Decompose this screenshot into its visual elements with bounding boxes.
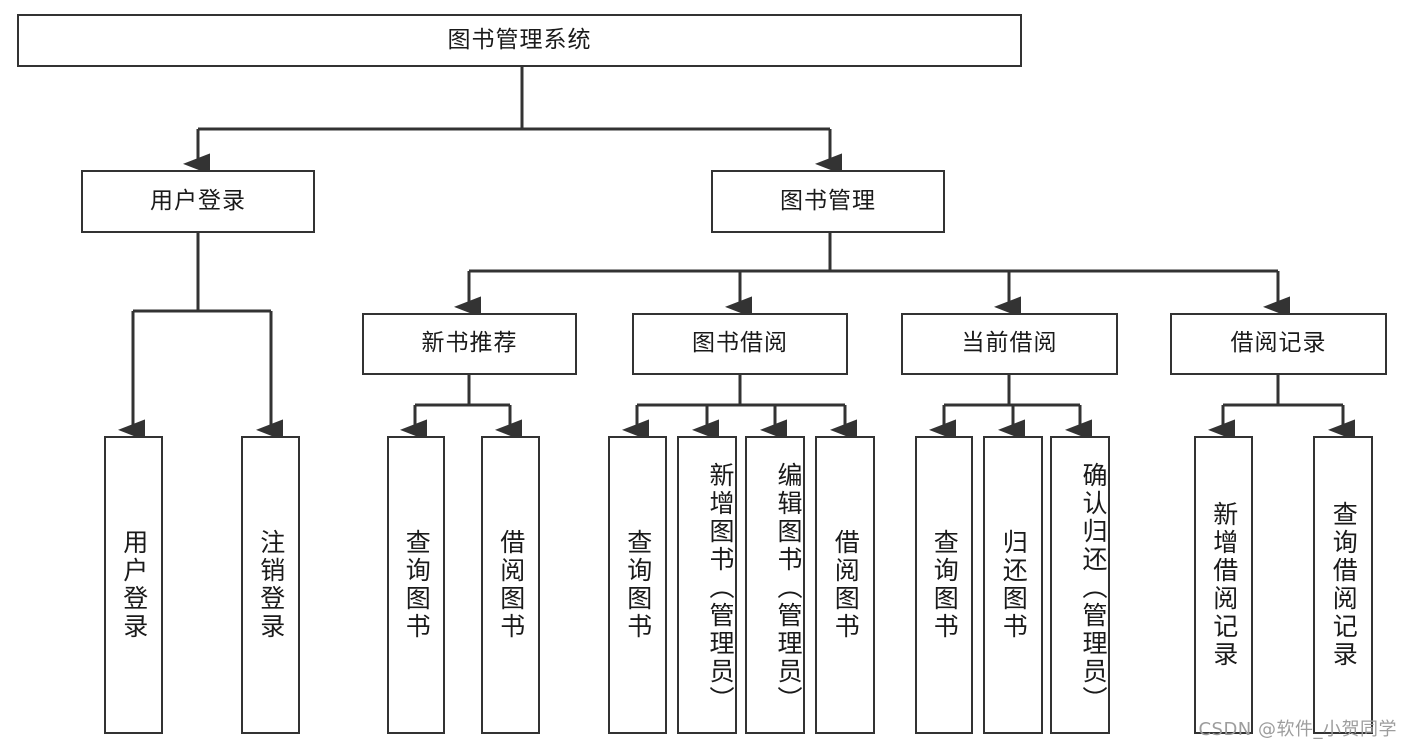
- node-user-login-label: 用户登录: [150, 187, 246, 214]
- leaf-user-login-logout[interactable]: 注销登录: [241, 436, 300, 734]
- leaf-label: 借阅图书: [831, 529, 861, 641]
- leaf-label: 确认归还（管理员）: [1079, 462, 1108, 714]
- leaf-label: 查询图书: [402, 529, 432, 641]
- leaf-current-borrow-confirm-return-admin[interactable]: 确认归还（管理员）: [1050, 436, 1110, 734]
- node-borrow-record-label: 借阅记录: [1230, 330, 1327, 357]
- leaf-book-borrow-edit-book-admin[interactable]: 编辑图书（管理员）: [745, 436, 805, 734]
- leaf-borrow-record-add-record[interactable]: 新增借阅记录: [1194, 436, 1253, 734]
- leaf-current-borrow-query-book[interactable]: 查询图书: [915, 436, 973, 734]
- node-current-borrow[interactable]: 当前借阅: [901, 313, 1118, 375]
- leaf-label: 编辑图书（管理员）: [774, 462, 803, 714]
- leaf-label: 查询图书: [930, 529, 960, 641]
- leaf-label: 查询图书: [623, 529, 653, 641]
- leaf-label: 借阅图书: [496, 529, 526, 641]
- node-borrow-record[interactable]: 借阅记录: [1170, 313, 1387, 375]
- leaf-new-book-query-book[interactable]: 查询图书: [387, 436, 445, 734]
- watermark-text: CSDN @软件_小贺同学: [1198, 719, 1397, 740]
- node-new-book-recommend-label: 新书推荐: [421, 330, 518, 357]
- node-root-label: 图书管理系统: [447, 26, 592, 53]
- leaf-borrow-record-query-record[interactable]: 查询借阅记录: [1313, 436, 1373, 734]
- leaf-book-borrow-add-book-admin[interactable]: 新增图书（管理员）: [677, 436, 737, 734]
- leaf-label: 新增图书（管理员）: [706, 462, 735, 714]
- node-book-borrow[interactable]: 图书借阅: [632, 313, 848, 375]
- leaf-user-login-login[interactable]: 用户登录: [104, 436, 163, 734]
- node-book-management[interactable]: 图书管理: [711, 170, 945, 233]
- node-user-login[interactable]: 用户登录: [81, 170, 315, 233]
- leaf-label: 归还图书: [999, 529, 1029, 641]
- leaf-label: 用户登录: [119, 529, 149, 641]
- leaf-current-borrow-return-book[interactable]: 归还图书: [983, 436, 1043, 734]
- leaf-label: 查询借阅记录: [1329, 501, 1359, 669]
- leaf-book-borrow-query-book[interactable]: 查询图书: [608, 436, 667, 734]
- node-book-management-label: 图书管理: [780, 187, 876, 214]
- leaf-label: 新增借阅记录: [1209, 501, 1239, 669]
- node-root-book-management-system[interactable]: 图书管理系统: [17, 14, 1022, 67]
- leaf-label: 注销登录: [256, 529, 286, 641]
- node-current-borrow-label: 当前借阅: [961, 330, 1058, 357]
- leaf-new-book-borrow-book[interactable]: 借阅图书: [481, 436, 540, 734]
- node-new-book-recommend[interactable]: 新书推荐: [362, 313, 577, 375]
- leaf-book-borrow-borrow-book[interactable]: 借阅图书: [815, 436, 875, 734]
- node-book-borrow-label: 图书借阅: [692, 330, 788, 357]
